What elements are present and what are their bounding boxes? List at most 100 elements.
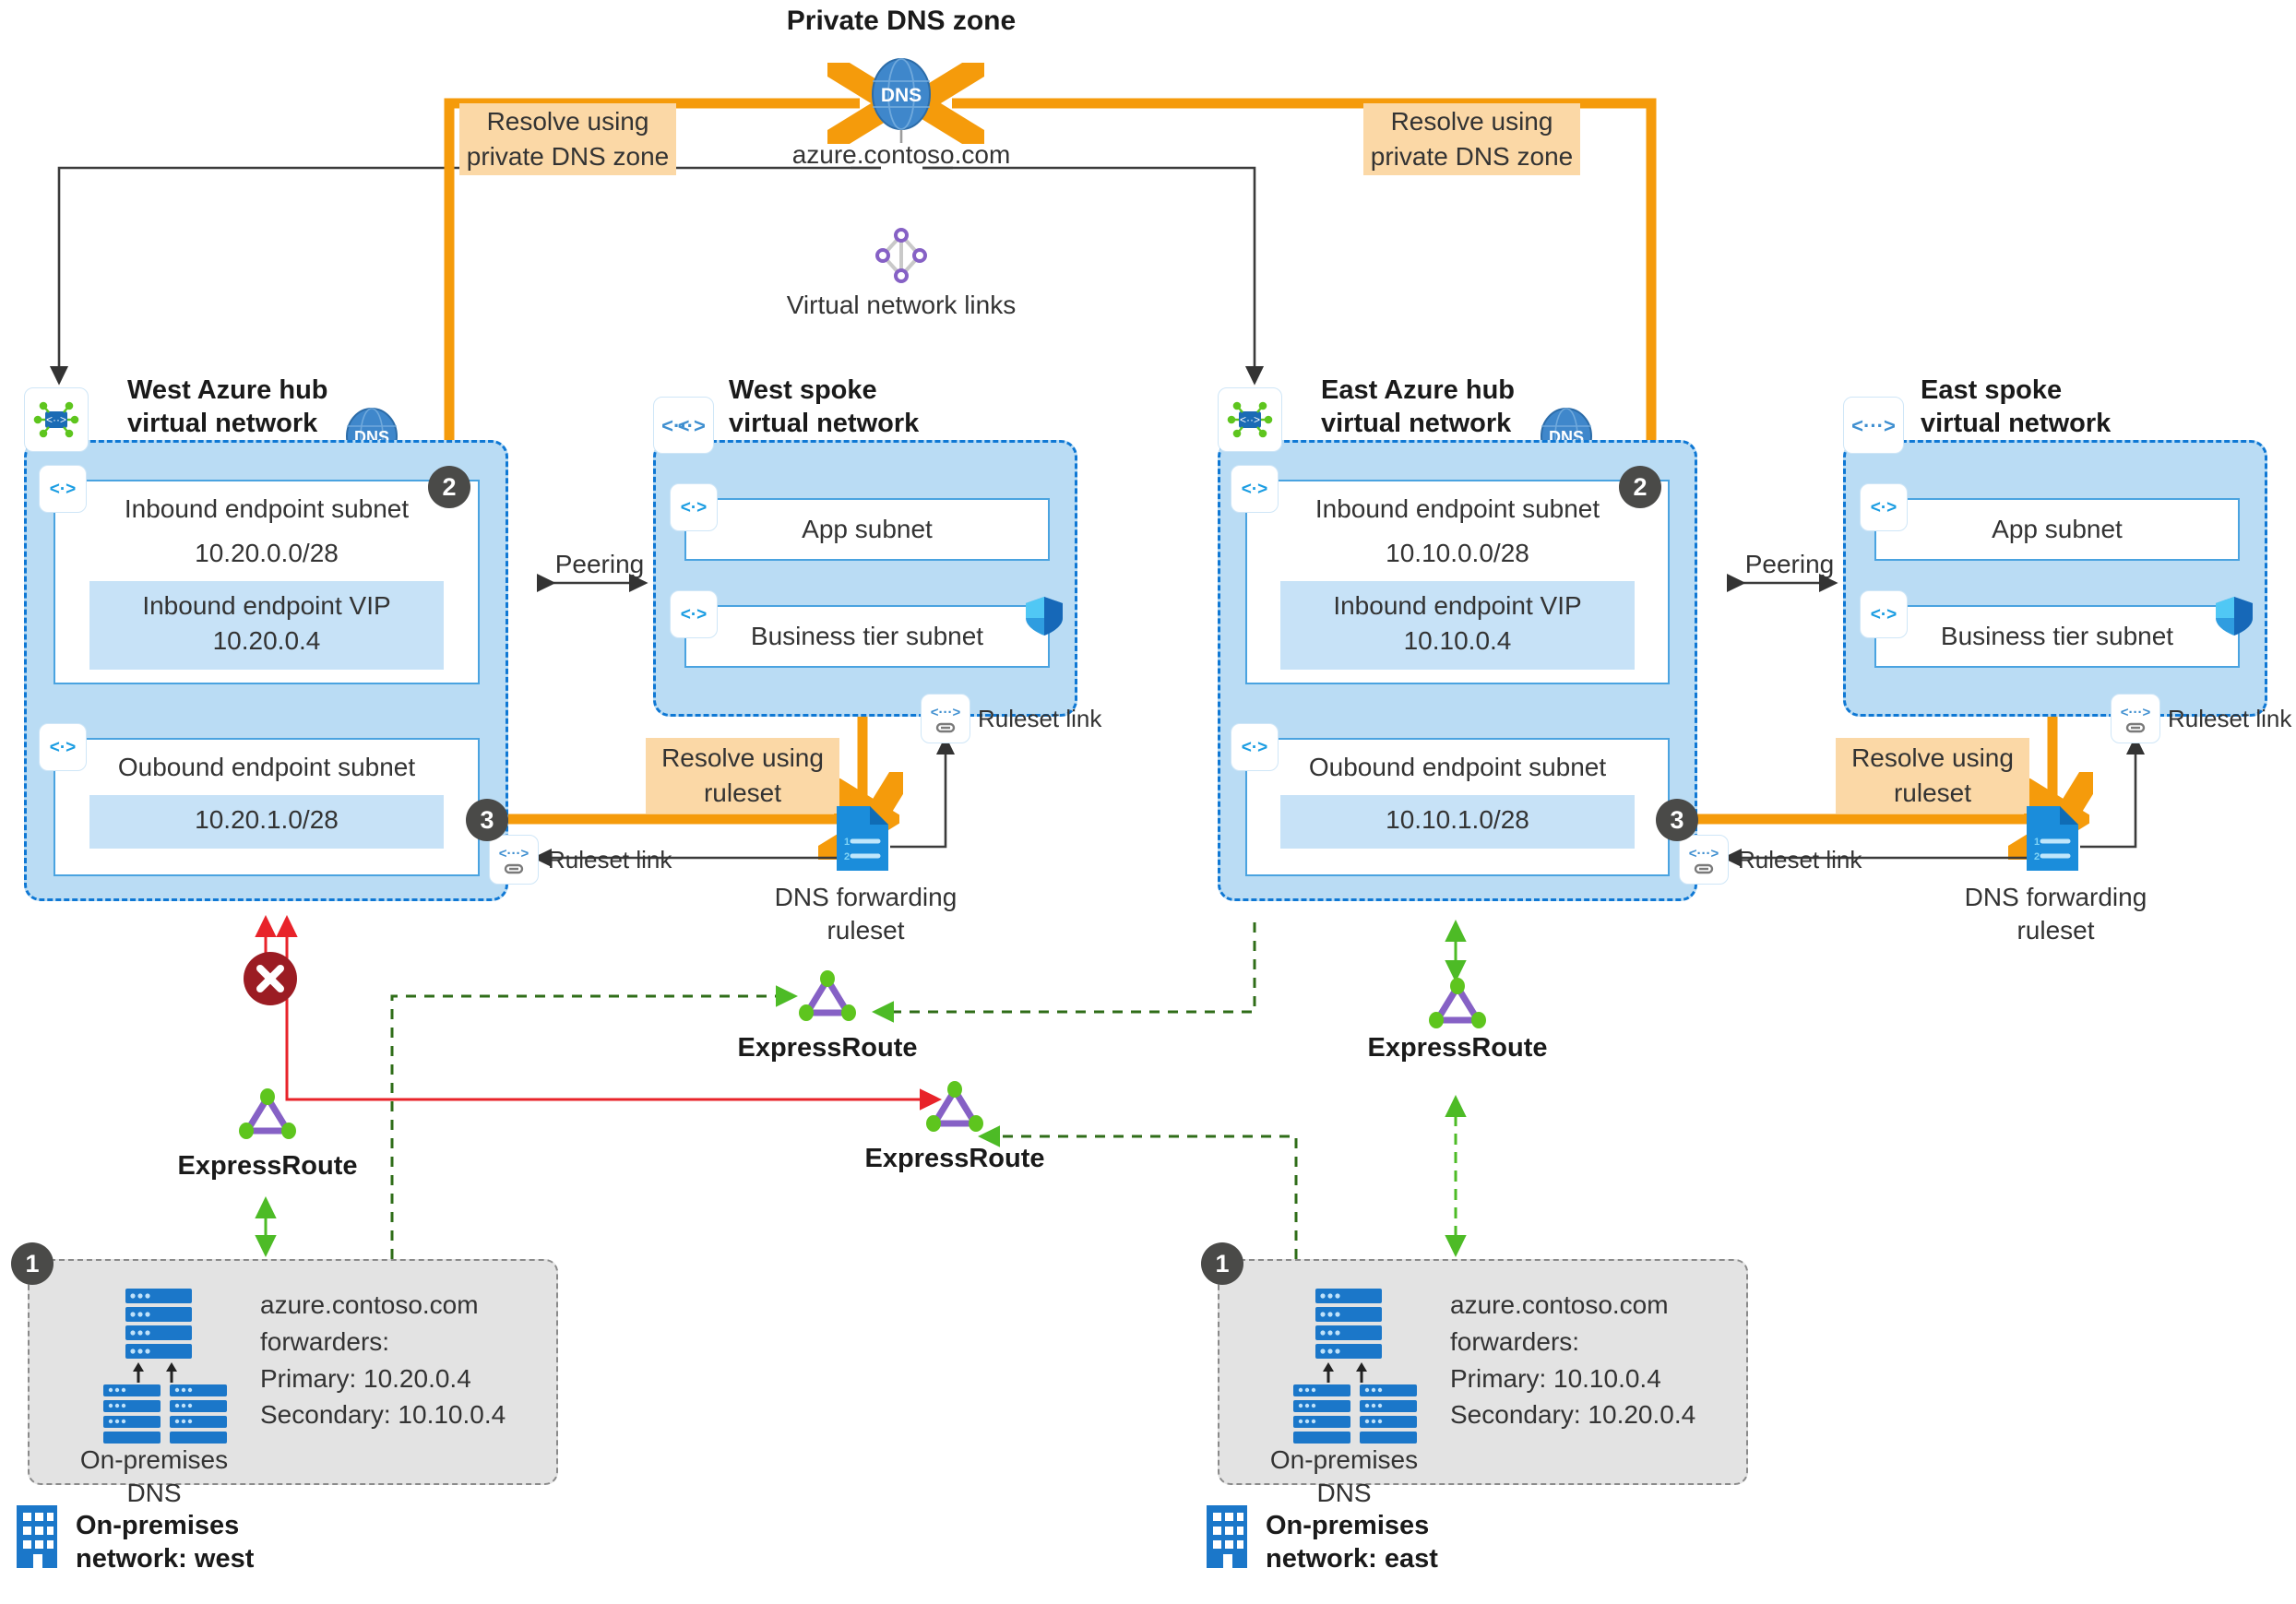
svg-text:<·>: <·>: [1242, 738, 1268, 757]
svg-text:<·>: <·>: [1871, 498, 1897, 517]
onprem-forwarders-west: azure.contoso.com forwarders: Primary: 1…: [260, 1290, 506, 1430]
building-icon-east: [1203, 1503, 1251, 1574]
east-spoke-title: East spoke virtual network: [1921, 375, 2112, 439]
west-hub-inbound-subnet: Inbound endpoint subnet 10.20.0.0/28 Inb…: [54, 480, 480, 684]
west-spoke-app-subnet-label: App subnet: [802, 515, 933, 543]
callout-resolve-private-dns-east: Resolve using private DNS zone: [1363, 103, 1580, 175]
step-badge-2-west: 2: [428, 466, 470, 508]
ruleset-link-icon-east-left: <···>: [1679, 835, 1729, 885]
peering-label-west: Peering: [554, 550, 645, 578]
dns-forwarding-ruleset-label-east: DNS forwarding ruleset: [1964, 883, 2147, 945]
callout-resolve-ruleset-west: Resolve using ruleset: [646, 738, 839, 814]
west-hub-vip-ip: 10.20.0.4: [212, 625, 321, 655]
expressroute-label-east-hub: ExpressRoute: [1367, 1033, 1548, 1063]
onprem-west-box: [28, 1259, 558, 1485]
ruleset-link-label-west-right: Ruleset link: [978, 705, 1102, 732]
west-hub-vip-box: Inbound endpoint VIP 10.20.0.4: [89, 581, 445, 670]
svg-text:1: 1: [844, 837, 850, 848]
west-spoke-app-subnet: App subnet: [684, 498, 1050, 561]
svg-text:<·>: <·>: [681, 498, 708, 517]
svg-text:<··>: <··>: [46, 413, 66, 426]
expressroute-label-mid-upper: ExpressRoute: [737, 1033, 918, 1063]
subnet-icon-east-spoke-app: <·>: [1860, 483, 1908, 531]
subnet-icon-east-outbound: <·>: [1231, 723, 1279, 771]
step-badge-3-east: 3: [1656, 799, 1698, 841]
step-badge-1-east: 1: [1201, 1242, 1243, 1285]
expressroute-icon-mid-upper: [795, 968, 860, 1030]
expressroute-icon-east-hub: [1425, 976, 1490, 1038]
subnet-icon-west-spoke-business: <·>: [670, 590, 718, 638]
east-spoke-business-subnet: Business tier subnet: [1874, 605, 2240, 668]
svg-text:1: 1: [2034, 837, 2040, 848]
onprem-network-label-east: On-premises network: east: [1266, 1511, 1438, 1574]
svg-text:<·>: <·>: [1242, 480, 1268, 499]
east-spoke-vnet: [1843, 440, 2267, 717]
east-hub-outbound-cidr: 10.10.1.0/28: [1280, 795, 1635, 849]
svg-text:<·>: <·>: [681, 605, 708, 624]
callout-resolve-private-dns-west: Resolve using private DNS zone: [459, 103, 676, 175]
svg-text:DNS: DNS: [881, 85, 922, 106]
east-hub-outbound-subnet-label: Oubound endpoint subnet: [1308, 753, 1607, 781]
onprem-dns-caption-east: On-premises DNS: [1269, 1445, 1419, 1508]
east-hub-title: East Azure hub virtual network: [1321, 375, 1516, 439]
subnet-icon-west-outbound: <·>: [39, 723, 87, 771]
blocked-connection-icon: [242, 950, 299, 1012]
onprem-dns-caption-west: On-premises DNS: [79, 1445, 229, 1508]
east-spoke-app-subnet: App subnet: [1874, 498, 2240, 561]
east-spoke-business-subnet-label: Business tier subnet: [1940, 622, 2174, 650]
svg-text:2: 2: [2034, 851, 2040, 862]
west-hub-inbound-subnet-label: Inbound endpoint subnet: [124, 494, 410, 523]
onprem-dns-servers-icon-west: [72, 1287, 247, 1444]
vnet-icon-west-hub: <··>: [24, 387, 89, 452]
private-dns-zone-name: azure.contoso.com: [791, 140, 1011, 169]
shield-icon-east-spoke: [2214, 595, 2254, 642]
svg-text:<···>: <···>: [2121, 705, 2151, 720]
subnet-icon-west-inbound: <·>: [39, 465, 87, 513]
west-hub-outbound-subnet: Oubound endpoint subnet 10.20.1.0/28: [54, 738, 480, 876]
dns-forwarding-ruleset-icon-east: 1 2: [2025, 804, 2082, 877]
svg-text:<···>: <···>: [499, 846, 529, 861]
ruleset-link-icon-west-right: <···>: [921, 694, 970, 743]
ruleset-link-label-west-left: Ruleset link: [548, 846, 672, 873]
west-spoke-title: West spoke virtual network: [729, 375, 920, 439]
dns-forwarding-ruleset-icon-west: 1 2: [835, 804, 892, 877]
onprem-east-box: [1218, 1259, 1748, 1485]
vnet-icon-west-spoke: < <···>: [653, 397, 714, 454]
building-icon-west: [13, 1503, 61, 1574]
svg-text:<···>: <···>: [1689, 846, 1719, 861]
virtual-network-links-label: Virtual network links: [786, 291, 1017, 319]
expressroute-label-mid-lower: ExpressRoute: [864, 1144, 1045, 1173]
east-hub-vip-label: Inbound endpoint VIP: [1333, 591, 1582, 620]
step-badge-1-west: 1: [11, 1242, 54, 1285]
east-hub-inbound-cidr: 10.10.0.0/28: [1386, 539, 1529, 567]
east-hub-vip-ip: 10.10.0.4: [1403, 625, 1512, 655]
svg-text:<···>: <···>: [931, 705, 961, 720]
ruleset-link-icon-west-left: <···>: [489, 835, 539, 885]
east-hub-inbound-subnet: Inbound endpoint subnet 10.10.0.0/28 Inb…: [1245, 480, 1670, 684]
onprem-dns-servers-icon-east: [1262, 1287, 1437, 1444]
svg-text:<·>: <·>: [1871, 605, 1897, 624]
east-hub-vip-box: Inbound endpoint VIP 10.10.0.4: [1280, 581, 1635, 670]
expressroute-label-west-hub: ExpressRoute: [177, 1151, 358, 1181]
peering-label-east: Peering: [1744, 550, 1835, 578]
ruleset-link-label-east-left: Ruleset link: [1738, 846, 1862, 873]
onprem-forwarders-east: azure.contoso.com forwarders: Primary: 1…: [1450, 1290, 1696, 1430]
east-spoke-app-subnet-label: App subnet: [1992, 515, 2123, 543]
virtual-network-links-icon: [872, 226, 931, 290]
west-hub-title: West Azure hub virtual network: [127, 375, 328, 439]
svg-text:<·>: <·>: [50, 480, 77, 499]
expressroute-icon-mid-lower: [922, 1079, 987, 1141]
svg-text:2: 2: [844, 851, 850, 862]
ruleset-link-icon-east-right: <···>: [2111, 694, 2160, 743]
subnet-icon-east-inbound: <·>: [1231, 465, 1279, 513]
step-badge-3-west: 3: [466, 799, 508, 841]
shield-icon-west-spoke: [1024, 595, 1065, 642]
west-hub-vip-label: Inbound endpoint VIP: [142, 591, 391, 620]
subnet-icon-east-spoke-business: <·>: [1860, 590, 1908, 638]
west-hub-outbound-cidr: 10.20.1.0/28: [89, 795, 445, 849]
ruleset-link-label-east-right: Ruleset link: [2168, 705, 2292, 732]
vnet-icon-east-spoke: <···>: [1843, 397, 1904, 454]
west-hub-outbound-subnet-label: Oubound endpoint subnet: [117, 753, 416, 781]
svg-text:<··>: <··>: [1240, 413, 1260, 426]
